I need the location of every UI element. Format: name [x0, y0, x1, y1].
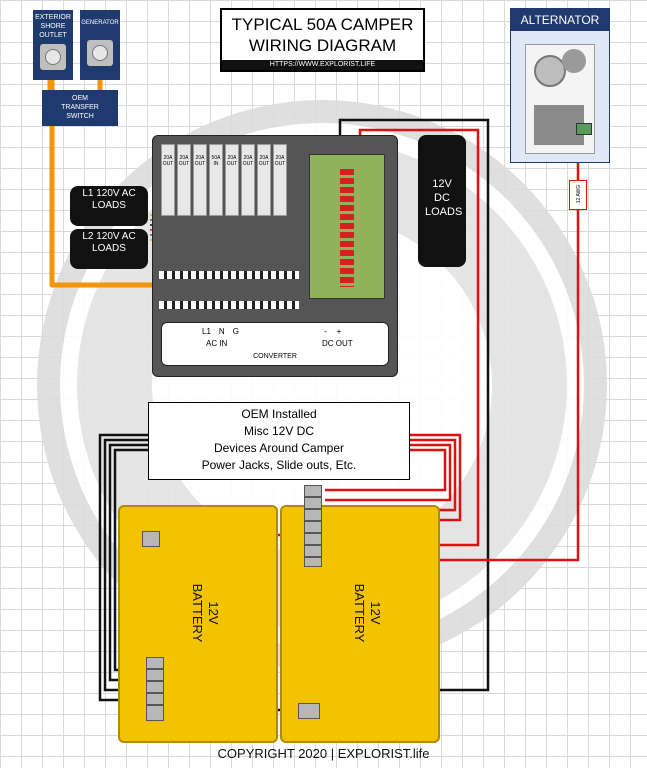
terminal-strip — [159, 271, 299, 279]
l2-ac-loads-label: L2 120V AC LOADS — [82, 231, 136, 254]
breaker: 20A OUT — [257, 144, 271, 216]
terminal-strip — [159, 301, 299, 309]
terminal-g: G — [232, 327, 239, 336]
copyright: COPYRIGHT 2020 | EXPLORIST.life — [217, 746, 430, 761]
alternator-box: ALTERNATOR — [510, 8, 610, 163]
breaker-label: 20A OUT — [242, 155, 254, 167]
breaker: 20A OUT — [177, 144, 191, 216]
shore-outlet-box: EXTERIOR SHORE OUTLET — [33, 10, 73, 80]
battery-text: 12V BATTERY — [351, 558, 383, 668]
l2-ac-loads: L2 120V AC LOADS — [70, 229, 148, 269]
breaker: 20A OUT — [161, 144, 175, 216]
alternator-icon — [525, 44, 595, 154]
converter-ac-terminals: L1 N G — [202, 327, 239, 336]
dc-fuse-block — [309, 154, 385, 299]
breaker: 20A OUT — [241, 144, 255, 216]
transfer-switch: OEM TRANSFER SWITCH — [42, 90, 118, 126]
oem-note-line-4: Power Jacks, Slide outs, Etc. — [201, 458, 357, 472]
breaker-label: 20A OUT — [162, 155, 174, 167]
title-line-1: TYPICAL 50A CAMPER — [231, 15, 414, 34]
breaker-label: 20A OUT — [178, 155, 190, 167]
distribution-panel: 20A OUT 20A OUT 20A OUT 50A IN 20A OUT 2… — [152, 135, 398, 377]
generator-box: GENERATOR — [80, 10, 120, 80]
oem-devices-note: OEM Installed Misc 12V DC Devices Around… — [148, 402, 410, 480]
outlet-icon — [40, 44, 66, 70]
dc-loads: 12V DC LOADS — [418, 135, 466, 267]
l1-ac-loads: L1 120V AC LOADS — [70, 186, 148, 226]
breaker: 20A OUT — [273, 144, 287, 216]
breaker-label: 20A OUT — [258, 155, 270, 167]
converter-ac-in: AC IN — [206, 339, 228, 348]
terminal-n: N — [218, 327, 225, 336]
battery-terminal — [142, 531, 160, 547]
converter-dc-out: DC OUT — [322, 339, 353, 348]
l1-ac-loads-label: L1 120V AC LOADS — [82, 188, 136, 211]
breaker-label: 20A OUT — [226, 155, 238, 167]
oem-note-line-1: OEM Installed — [241, 407, 317, 421]
battery-terminal — [304, 485, 322, 567]
breaker-label: 20A OUT — [274, 155, 286, 167]
converter-label: CONVERTER — [253, 353, 297, 360]
transfer-switch-label: OEM TRANSFER SWITCH — [61, 95, 99, 120]
breaker-row: 20A OUT 20A OUT 20A OUT 50A IN 20A OUT 2… — [161, 144, 287, 216]
battery-terminal — [146, 705, 164, 721]
title-box: TYPICAL 50A CAMPER WIRING DIAGRAM HTTPS:… — [220, 8, 425, 72]
wire-gauge-label: 12 AWG — [576, 184, 582, 204]
battery-2: 12V BATTERY — [280, 485, 440, 743]
shore-outlet-label: EXTERIOR SHORE OUTLET — [35, 14, 71, 39]
dc-loads-label: 12V DC LOADS — [425, 178, 463, 218]
breaker-label: 50A IN — [211, 155, 221, 167]
oem-note-line-2: Misc 12V DC — [243, 424, 314, 438]
title-url: HTTPS://WWW.EXPLORIST.LIFE — [222, 60, 423, 70]
breaker: 20A OUT — [193, 144, 207, 216]
converter-dc-terminals: - + — [324, 327, 341, 336]
alternator-label: ALTERNATOR — [511, 9, 609, 31]
title-line-2: WIRING DIAGRAM — [248, 36, 397, 55]
ac-feed-wires — [47, 78, 160, 288]
battery-terminal — [298, 703, 320, 719]
breaker: 50A IN — [209, 144, 223, 216]
battery-label: BATTERY — [352, 583, 367, 643]
generator-label: GENERATOR — [81, 20, 119, 26]
battery-1: 12V BATTERY — [118, 505, 278, 743]
oem-note-line-3: Devices Around Camper — [213, 441, 345, 455]
battery-text: 12V BATTERY — [189, 558, 221, 668]
terminal-negative: - — [324, 327, 327, 336]
breaker: 20A OUT — [225, 144, 239, 216]
battery-terminal — [146, 657, 164, 707]
battery-label: BATTERY — [190, 583, 205, 643]
battery-volt: 12V — [206, 601, 221, 625]
battery-volt: 12V — [368, 601, 383, 625]
converter: L1 N G AC IN - + DC OUT CONVERTER — [161, 322, 389, 366]
fuse-strip — [340, 169, 354, 287]
terminal-positive: + — [336, 327, 342, 336]
wire-gauge-tag: 12 AWG — [569, 180, 587, 210]
terminal-l1: L1 — [202, 327, 211, 336]
outlet-icon — [87, 40, 113, 66]
breaker-label: 20A OUT — [194, 155, 206, 167]
